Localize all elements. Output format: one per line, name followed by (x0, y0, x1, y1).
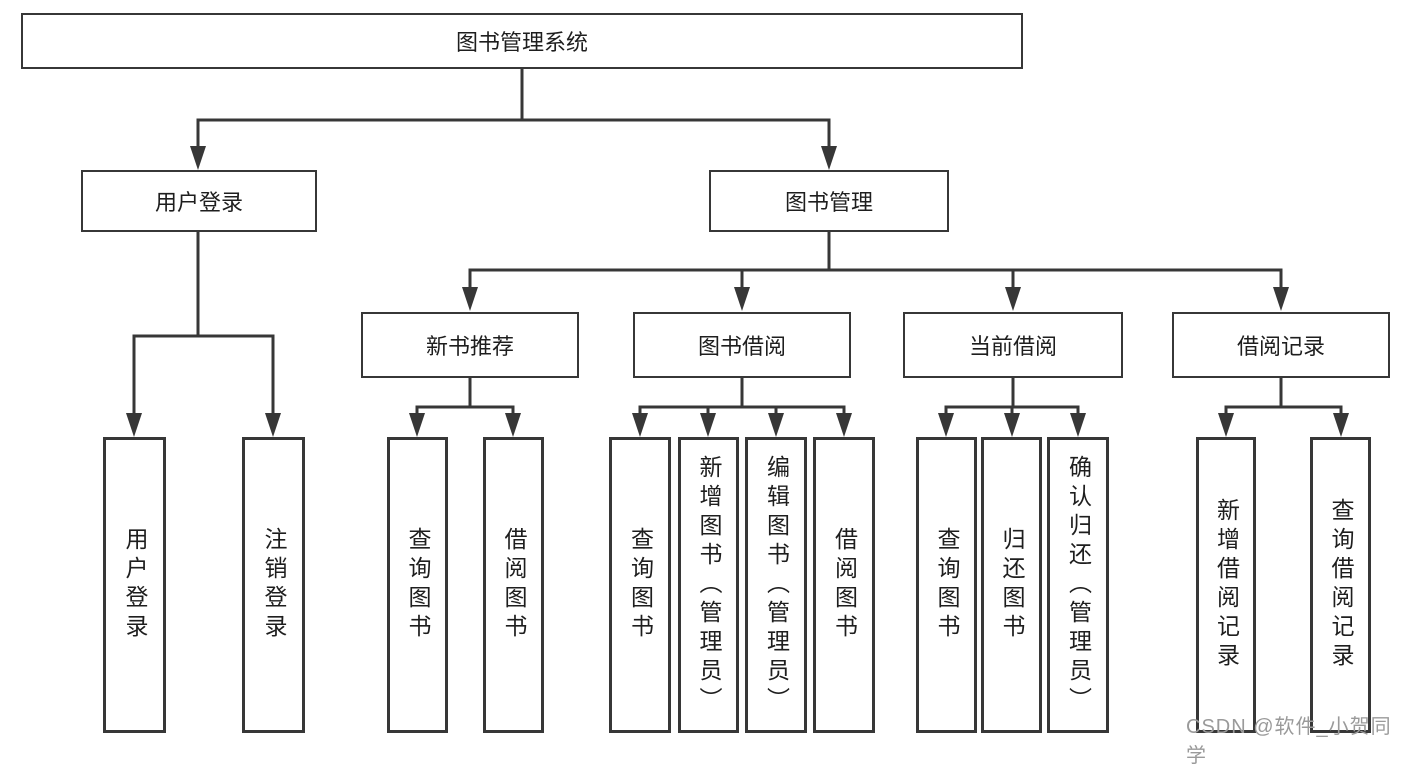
csdn-watermark: CSDN @软件_小贺同学 (1186, 716, 1392, 767)
arrow-down-icon (1004, 413, 1020, 437)
arrow-down-icon (265, 413, 281, 437)
arrow-down-icon (938, 413, 954, 437)
node-book-borrowing: 图书借阅 (633, 312, 851, 378)
arrow-down-icon (836, 413, 852, 437)
node-current-borrowing: 当前借阅 (903, 312, 1123, 378)
node-root: 图书管理系统 (21, 13, 1023, 69)
arrow-down-icon (1005, 287, 1021, 311)
leaf-return-books: 归还图书 (981, 437, 1042, 733)
arrow-down-icon (1273, 287, 1289, 311)
leaf-borrow-books-recommend: 借阅图书 (483, 437, 544, 733)
leaf-query-books-borrowing: 查询图书 (609, 437, 671, 733)
arrow-down-icon (821, 146, 837, 170)
leaf-add-books-admin: 新增图书（管理员） (678, 437, 739, 733)
arrow-down-icon (700, 413, 716, 437)
leaf-confirm-return-admin: 确认归还（管理员） (1047, 437, 1109, 733)
leaf-query-books-current: 查询图书 (916, 437, 977, 733)
arrow-down-icon (632, 413, 648, 437)
arrow-down-icon (462, 287, 478, 311)
leaf-edit-books-admin: 编辑图书（管理员） (745, 437, 807, 733)
leaf-query-books-recommend: 查询图书 (387, 437, 448, 733)
arrow-down-icon (505, 413, 521, 437)
leaf-add-borrow-record: 新增借阅记录 (1196, 437, 1256, 733)
leaf-query-borrow-record: 查询借阅记录 (1310, 437, 1371, 733)
arrow-down-icon (734, 287, 750, 311)
node-user-login: 用户登录 (81, 170, 317, 232)
arrow-down-icon (190, 146, 206, 170)
arrow-down-icon (768, 413, 784, 437)
arrow-down-icon (126, 413, 142, 437)
leaf-user-login: 用户登录 (103, 437, 166, 733)
arrow-down-icon (409, 413, 425, 437)
node-new-book-recommend: 新书推荐 (361, 312, 579, 378)
connector-lines (126, 68, 1349, 437)
arrow-down-icon (1218, 413, 1234, 437)
arrow-down-icon (1333, 413, 1349, 437)
leaf-borrow-books: 借阅图书 (813, 437, 875, 733)
diagram-canvas: 图书管理系统 用户登录 图书管理 新书推荐 图书借阅 当前借阅 借阅记录 用户登… (21, 13, 1391, 767)
node-book-management: 图书管理 (709, 170, 949, 232)
leaf-logout-login: 注销登录 (242, 437, 305, 733)
node-borrowing-records: 借阅记录 (1172, 312, 1390, 378)
arrow-down-icon (1070, 413, 1086, 437)
